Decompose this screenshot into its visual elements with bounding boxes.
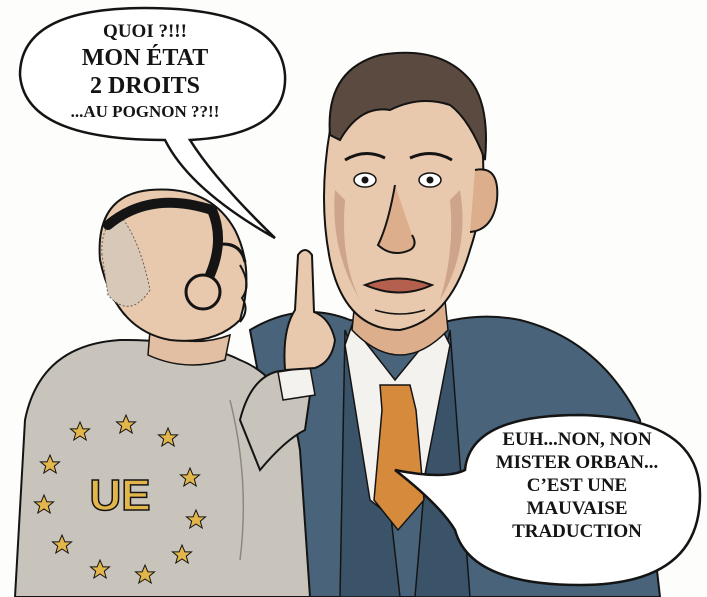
orban-chin — [374, 309, 426, 315]
bubble-left-line-1: QUOI ?!!! — [103, 21, 187, 42]
speech-bubble-right-text: EUH...NON, NON MISTER ORBAN... C’EST UNE… — [462, 428, 692, 543]
orban-ear — [469, 168, 499, 233]
orban-pupil-right — [426, 176, 434, 184]
eu-star — [69, 420, 91, 442]
eu-sweater-fold — [229, 399, 245, 561]
eu-cuff — [277, 366, 316, 401]
speech-bubble-left-outline — [18, 6, 287, 240]
bubble-right-line-3: C’EST UNE — [526, 475, 628, 496]
eu-figure: UE — [13, 188, 337, 597]
speech-bubble-left — [18, 6, 287, 240]
bubble-left-line-3: 2 DROITS — [89, 73, 201, 99]
eu-hand — [283, 249, 337, 372]
eu-profile — [239, 264, 248, 323]
eu-stars — [33, 413, 207, 585]
eu-star — [179, 466, 201, 488]
bubble-right-line-2: MISTER ORBAN... — [495, 452, 659, 473]
orban-mouth — [362, 277, 435, 294]
orban-nose — [376, 184, 416, 255]
eu-headphone-cup — [184, 273, 222, 311]
speech-bubble-right — [394, 413, 702, 587]
eu-star — [185, 508, 207, 530]
eu-headphone-band — [103, 197, 224, 280]
speech-bubble-right-outline — [394, 413, 702, 587]
eu-star — [89, 558, 111, 580]
eu-star — [171, 543, 193, 565]
eu-star — [134, 563, 156, 585]
orban-cheek-shadow — [334, 190, 360, 300]
orban-cheek-shadow-right — [440, 190, 463, 300]
orban-figure — [248, 51, 662, 597]
bubble-right-line-1: EUH...NON, NON — [502, 429, 652, 450]
eu-glasses — [214, 242, 247, 263]
eu-star — [157, 426, 179, 448]
orban-tie — [373, 384, 425, 532]
orban-brow-right — [409, 152, 453, 162]
eu-sweater-label: UE — [89, 471, 150, 520]
speech-bubble-left-text: QUOI ?!!! MON ÉTAT 2 DROITS ...AU POGNON… — [40, 20, 250, 124]
eu-star — [115, 413, 137, 435]
bubble-left-line-4: ...AU POGNON ??!! — [70, 102, 220, 121]
orban-brow-left — [344, 152, 386, 162]
orban-pupil-left — [361, 176, 369, 184]
eu-star — [33, 493, 55, 515]
bubble-right-line-5: TRADUCTION — [512, 521, 642, 542]
bubble-left-line-2: MON ÉTAT — [81, 45, 209, 71]
eu-star — [39, 453, 61, 475]
orban-hair — [328, 51, 487, 161]
bubble-right-line-4: MAUVAISE — [526, 498, 628, 519]
eu-star — [51, 533, 73, 555]
